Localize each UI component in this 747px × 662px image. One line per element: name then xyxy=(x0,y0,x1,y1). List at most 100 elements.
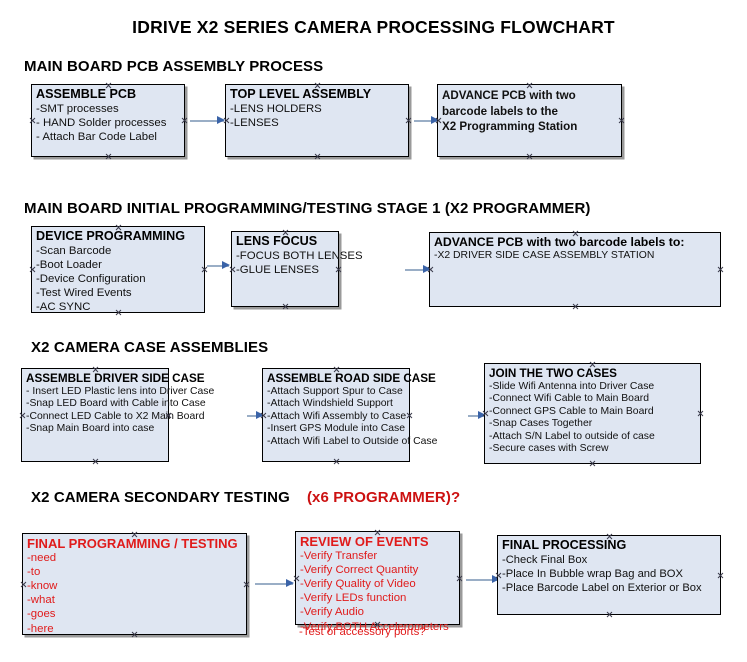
arrow-shaft xyxy=(190,120,224,122)
connection-handle-icon xyxy=(717,266,724,273)
box-line: -LENSES xyxy=(230,116,279,129)
connection-handle-icon xyxy=(92,458,99,465)
box-line: -X2 DRIVER SIDE CASE ASSEMBLY STATION xyxy=(434,249,655,261)
arrow-shaft xyxy=(247,415,263,417)
arrow-shaft xyxy=(405,269,430,271)
box-line: -FOCUS BOTH LENSES xyxy=(236,249,363,262)
arrow-shaft xyxy=(468,415,485,417)
box-title: JOIN THE TWO CASES xyxy=(489,367,617,380)
box-line: -Scan Barcode xyxy=(36,244,112,257)
arrow-head-icon xyxy=(286,579,294,587)
box-review-of-events[interactable]: REVIEW OF EVENTS -Verify Transfer -Verif… xyxy=(295,531,460,633)
arrow-head-icon xyxy=(423,265,431,273)
arrow-road-case-to-join-cases xyxy=(468,411,486,420)
box-line: -GLUE LENSES xyxy=(236,263,319,276)
arrow-device-programming-to-lens-focus xyxy=(207,261,230,270)
box-line: -Verify Quality of Video xyxy=(300,577,416,590)
connection-handle-icon xyxy=(589,460,596,467)
box-line: -Connect Wifi Cable to Main Board xyxy=(489,393,649,405)
box-assemble-road-side-case[interactable]: ASSEMBLE ROAD SIDE CASE -Attach Support … xyxy=(262,368,437,465)
box-line: -Boot Loader xyxy=(36,258,102,271)
box-line: -Check Final Box xyxy=(502,553,588,566)
section-heading-pcb-assembly: MAIN BOARD PCB ASSEMBLY PROCESS xyxy=(24,58,323,75)
box-title: DEVICE PROGRAMMING xyxy=(36,229,186,243)
box-lens-focus[interactable]: LENS FOCUS -FOCUS BOTH LENSES -GLUE LENS… xyxy=(231,231,363,310)
box-line: - HAND Solder processes xyxy=(36,116,167,129)
box-assemble-driver-side-case[interactable]: ASSEMBLE DRIVER SIDE CASE - Insert LED P… xyxy=(21,368,215,465)
box-line: -Place In Bubble wrap Bag and BOX xyxy=(502,567,683,580)
connection-handle-icon xyxy=(29,117,36,124)
arrow-head-icon xyxy=(222,261,230,269)
arrow-head-icon xyxy=(478,411,486,419)
section-heading-initial-programming: MAIN BOARD INITIAL PROGRAMMING/TESTING S… xyxy=(24,200,591,217)
box-line: -Verify Correct Quantity xyxy=(300,563,419,576)
box-line: -Attach Wifi Assembly to Case xyxy=(267,410,407,422)
section-heading-text: X2 CAMERA SECONDARY TESTING xyxy=(31,489,290,506)
connection-handle-icon xyxy=(29,266,36,273)
box-title: FINAL PROCESSING xyxy=(502,538,627,552)
box-title: ADVANCE PCB with two barcode labels to: xyxy=(434,235,685,249)
box-line: -goes xyxy=(27,608,56,621)
arrow-head-icon xyxy=(431,116,439,124)
box-advance-pcb-programming-station[interactable]: ADVANCE PCB with two barcode labels to t… xyxy=(437,84,622,157)
arrow-lens-focus-to-advance-pcb xyxy=(405,265,431,274)
section-heading-case-assemblies: X2 CAMERA CASE ASSEMBLIES xyxy=(31,339,268,356)
box-line: -Secure cases with Screw xyxy=(489,443,609,455)
arrow-head-icon xyxy=(492,575,500,583)
arrow-final-programming-to-review-of-events xyxy=(255,579,294,588)
box-line: -Slide Wifi Antenna into Driver Case xyxy=(489,380,655,392)
box-line: - Attach Bar Code Label xyxy=(36,130,157,143)
box-line: -LENS HOLDERS xyxy=(230,102,322,115)
box-title: ADVANCE PCB with two xyxy=(442,89,576,102)
box-line: -Device Configuration xyxy=(36,272,146,285)
box-line: -need xyxy=(27,551,57,564)
box-line: -Verify BOTH Accelerometers xyxy=(300,620,449,633)
arrow-review-of-events-to-final-processing xyxy=(466,575,500,584)
arrow-shaft xyxy=(207,265,229,267)
box-final-processing[interactable]: FINAL PROCESSING -Check Final Box -Place… xyxy=(497,535,721,615)
box-device-programming[interactable]: DEVICE PROGRAMMING -Scan Barcode -Boot L… xyxy=(31,226,205,313)
box-line: -AC SYNC xyxy=(36,301,91,314)
box-overflow-line: -Test of accessory ports? xyxy=(299,626,426,638)
box-line: -Snap Cases Together xyxy=(489,418,593,430)
box-line: X2 Programming Station xyxy=(442,120,578,133)
box-line: -SMT processes xyxy=(36,102,119,115)
connection-handle-icon xyxy=(606,611,613,618)
connection-handle-icon xyxy=(20,581,27,588)
box-line: -Snap Main Board into case xyxy=(26,423,155,435)
box-line: -Attach Windshield Support xyxy=(267,398,393,410)
box-advance-pcb-driver-side[interactable]: ADVANCE PCB with two barcode labels to: … xyxy=(429,232,721,307)
connection-handle-icon xyxy=(282,303,289,310)
section-heading-secondary-testing: X2 CAMERA SECONDARY TESTING (x6 PROGRAMM… xyxy=(31,489,460,506)
connection-handle-icon xyxy=(314,153,321,160)
section-heading-text: MAIN BOARD INITIAL PROGRAMMING/TESTING S… xyxy=(24,200,591,217)
connection-handle-icon xyxy=(333,458,340,465)
connection-handle-icon xyxy=(526,153,533,160)
arrow-head-icon xyxy=(217,116,225,124)
box-title: ASSEMBLE ROAD SIDE CASE xyxy=(267,372,436,385)
section-heading-accent: (x6 PROGRAMMER)? xyxy=(306,489,461,506)
box-title: FINAL PROGRAMMING / TESTING xyxy=(27,536,238,551)
box-line: -know xyxy=(27,579,58,592)
arrow-shaft xyxy=(414,120,438,122)
box-line: -what xyxy=(27,594,55,607)
box-line: -Place Barcode Label on Exterior or Box xyxy=(502,581,702,594)
box-line: -Snap LED Board with Cable into Case xyxy=(26,398,206,410)
box-join-the-two-cases[interactable]: JOIN THE TWO CASES -Slide Wifi Antenna i… xyxy=(484,363,701,464)
box-top-level-assembly[interactable]: TOP LEVEL ASSEMBLY -LENS HOLDERS -LENSES xyxy=(225,84,409,157)
section-heading-text: X2 CAMERA CASE ASSEMBLIES xyxy=(31,339,269,356)
box-line: -Connect GPS Cable to Main Board xyxy=(489,405,654,417)
box-line: - Insert LED Plastic lens into Driver Ca… xyxy=(26,385,215,397)
page-title: IDRIVE X2 SERIES CAMERA PROCESSING FLOWC… xyxy=(132,17,615,37)
box-line: -Attach S/N Label to outside of case xyxy=(489,430,655,442)
box-line: -Test Wired Events xyxy=(36,287,132,300)
section-heading-text: MAIN BOARD PCB ASSEMBLY PROCESS xyxy=(24,58,324,75)
box-final-programming-testing[interactable]: FINAL PROGRAMMING / TESTING -need -to -k… xyxy=(22,533,247,635)
connection-handle-icon xyxy=(105,153,112,160)
box-assemble-pcb[interactable]: ASSEMBLE PCB -SMT processes - HAND Solde… xyxy=(31,84,185,157)
box-line: barcode labels to the xyxy=(442,104,558,118)
box-line: -Verify Audio xyxy=(300,606,364,619)
box-line: -Verify Transfer xyxy=(300,549,378,562)
arrow-shaft xyxy=(255,583,293,585)
